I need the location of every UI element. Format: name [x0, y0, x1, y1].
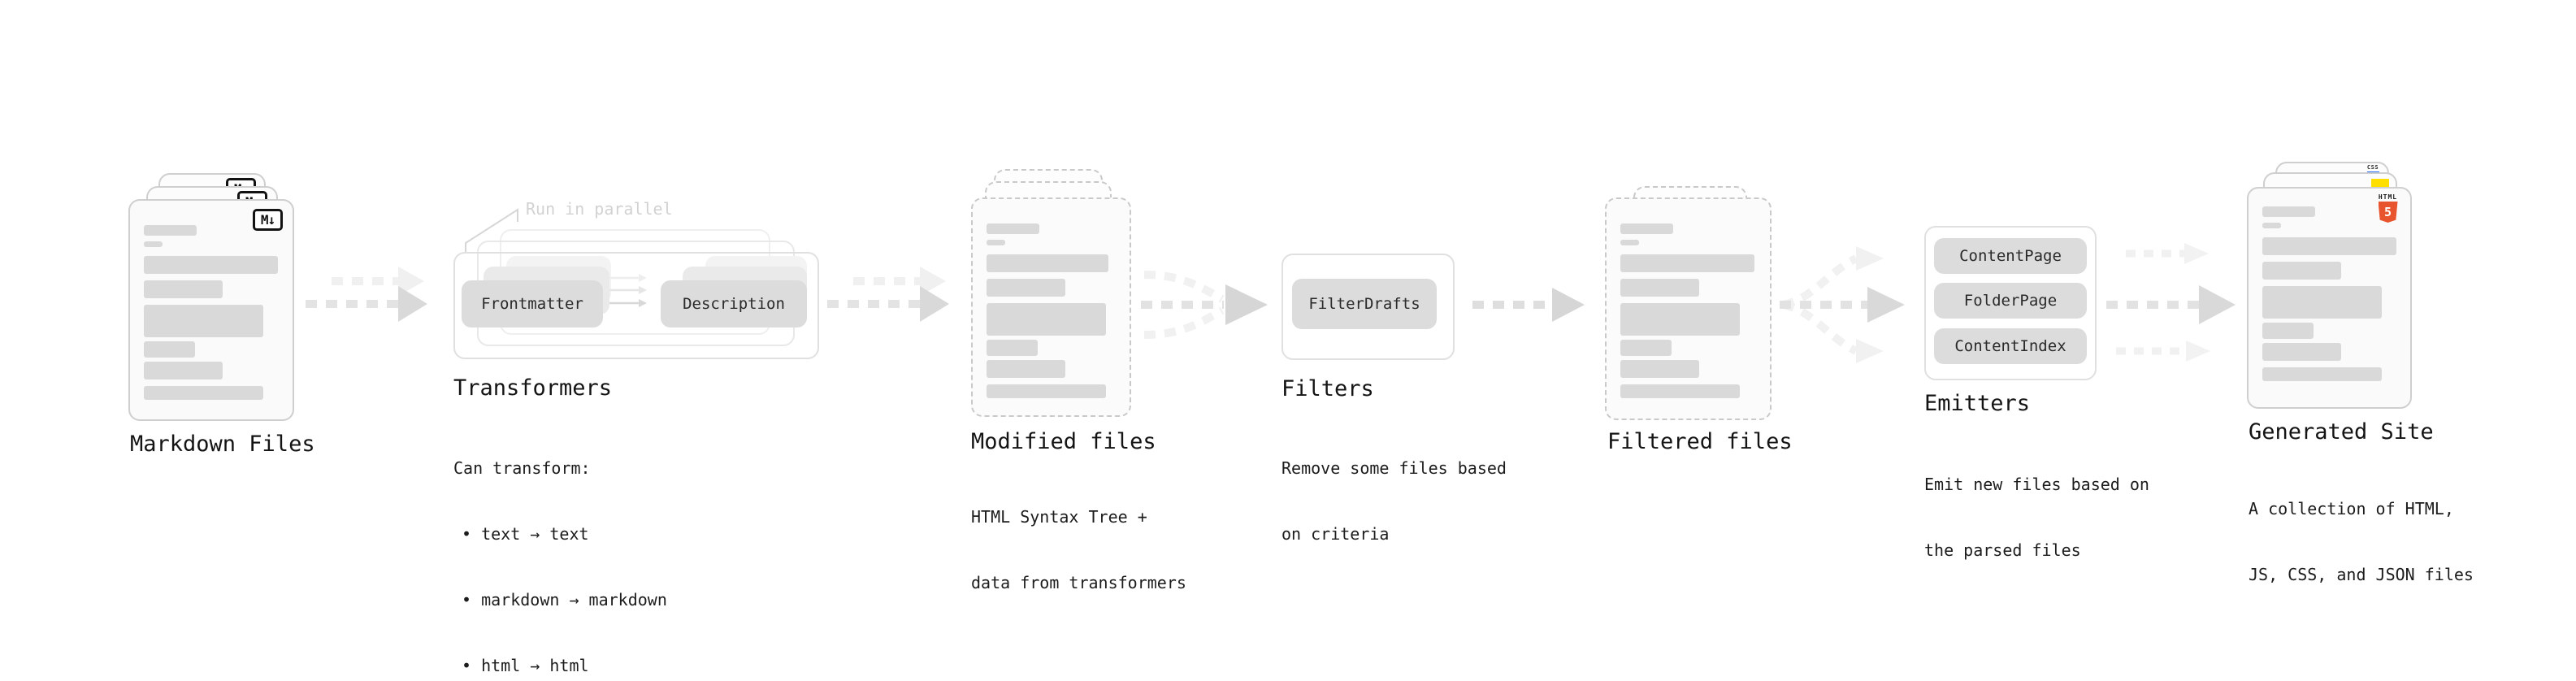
document-placeholder-lines: [1607, 199, 1770, 398]
placeholder-bar: [2262, 223, 2281, 228]
placeholder-bar: [987, 240, 1005, 245]
emitters-caption: Emit new files based on the parsed files: [1924, 475, 2149, 560]
javascript-icon: [2371, 179, 2389, 189]
flow-arrow-split-into-emitters: [1780, 246, 1905, 363]
emitters-group-frame: [1924, 226, 2097, 380]
filters-caption: Remove some files based on criteria: [1281, 458, 1507, 544]
contentindex-emitter-box: ContentIndex: [1934, 328, 2087, 364]
flow-arrow-transformers-to-modified: [827, 267, 949, 322]
transformers-label: Transformers: [453, 375, 613, 401]
frontmatter-transformer-box: Frontmatter: [462, 280, 603, 327]
emitters-label: Emitters: [1924, 391, 2031, 416]
placeholder-bar: [2262, 343, 2341, 361]
placeholder-bar: [144, 386, 263, 400]
placeholder-bar: [2262, 206, 2315, 217]
placeholder-bar: [987, 340, 1038, 356]
transformers-caption: Can transform: • text → text • markdown …: [453, 458, 667, 675]
placeholder-bar: [1620, 240, 1639, 245]
placeholder-bar: [987, 384, 1106, 398]
placeholder-bar: [987, 254, 1108, 272]
flow-arrow-merge-into-filters: [1141, 271, 1268, 339]
markdown-files-label: Markdown Files: [130, 432, 315, 457]
contentpage-emitter-box: ContentPage: [1934, 238, 2087, 274]
flow-arrow-filters-to-filtered: [1472, 288, 1585, 322]
placeholder-bar: [2262, 237, 2396, 255]
placeholder-bar: [144, 341, 195, 358]
generated-site-label: Generated Site: [2249, 419, 2434, 445]
html5-icon: HTML 5: [2377, 193, 2399, 223]
placeholder-bar: [1620, 360, 1699, 378]
modified-files-label: Modified files: [971, 429, 1156, 454]
placeholder-bar: [1620, 254, 1754, 272]
modified-file-card: [971, 197, 1131, 417]
placeholder-bar: [2262, 262, 2341, 280]
flow-arrow-files-to-transformers: [306, 267, 427, 322]
placeholder-bar: [1620, 223, 1673, 234]
generated-html-file-card: HTML 5: [2247, 187, 2412, 409]
markdown-icon: M↓: [253, 209, 283, 231]
modified-files-caption: HTML Syntax Tree + data from transformer…: [971, 507, 1186, 592]
document-placeholder-lines: [130, 201, 293, 400]
transformer-step-arrows: [609, 274, 647, 307]
flow-arrows-emitters-to-site: [2106, 243, 2236, 362]
placeholder-bar: [1620, 340, 1672, 356]
placeholder-bar: [987, 223, 1039, 234]
placeholder-bar: [144, 241, 163, 247]
placeholder-bar: [2262, 286, 2382, 319]
document-placeholder-lines: [973, 199, 1130, 398]
annotation-callout-line: [465, 208, 518, 254]
transformer-group-frame: [453, 252, 819, 359]
document-placeholder-lines: [2249, 189, 2410, 381]
folderpage-emitter-box: FolderPage: [1934, 283, 2087, 319]
filtered-file-card: [1605, 197, 1772, 420]
run-in-parallel-annotation: Run in parallel: [526, 199, 673, 219]
placeholder-bar: [987, 303, 1106, 336]
markdown-file-card: M↓: [128, 199, 294, 421]
filterdrafts-filter-box: FilterDrafts: [1292, 279, 1437, 329]
placeholder-bar: [1620, 384, 1740, 398]
placeholder-bar: [144, 256, 278, 274]
placeholder-bar: [2262, 323, 2314, 339]
filters-label: Filters: [1281, 376, 1374, 401]
placeholder-bar: [144, 225, 197, 236]
placeholder-bar: [144, 280, 223, 298]
placeholder-bar: [1620, 279, 1699, 297]
placeholder-bar: [987, 360, 1065, 378]
placeholder-bar: [144, 305, 263, 337]
filters-group-frame: [1281, 254, 1455, 360]
placeholder-bar: [144, 362, 223, 380]
placeholder-bar: [1620, 303, 1740, 336]
generated-site-caption: A collection of HTML, JS, CSS, and JSON …: [2249, 499, 2474, 584]
description-transformer-box: Description: [661, 280, 807, 327]
placeholder-bar: [987, 279, 1065, 297]
filtered-files-label: Filtered files: [1607, 429, 1793, 454]
placeholder-bar: [2262, 367, 2382, 381]
